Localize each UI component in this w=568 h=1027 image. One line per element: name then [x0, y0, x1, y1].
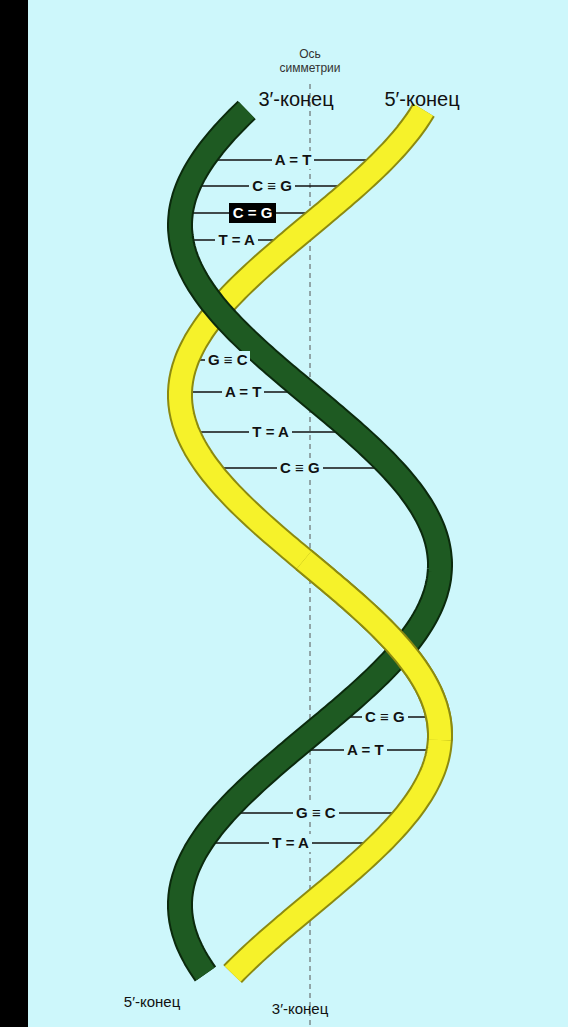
base-pair-label: T = A	[249, 423, 292, 440]
axis-label: Ось симметрии	[275, 48, 345, 76]
strand-end-label: 5′-конец	[124, 993, 180, 1010]
yellow-strand-outline	[180, 110, 440, 974]
base-pair-label: C = G	[229, 203, 277, 222]
base-pair-label: A = T	[344, 741, 387, 758]
base-pair-label: C ≡ G	[362, 708, 408, 725]
strand-end-label: 3′-конец	[258, 88, 333, 111]
green-strand	[180, 110, 440, 974]
yellow-strand-front	[304, 560, 440, 740]
strand-end-label: 5′-конец	[384, 88, 459, 111]
base-pair-label: T = A	[215, 231, 258, 248]
base-pair-label: A = T	[272, 151, 315, 168]
base-pair-label: A = T	[222, 383, 265, 400]
strands	[180, 110, 440, 974]
base-pair-label: T = A	[269, 834, 312, 851]
yellow-strand-front-outline	[304, 560, 440, 740]
green-strand-outline	[180, 110, 440, 974]
black-margin	[0, 0, 28, 1027]
base-pair-label: C ≡ G	[249, 177, 295, 194]
base-pair-label: G ≡ C	[205, 351, 251, 368]
base-pair-label: G ≡ C	[293, 804, 339, 821]
yellow-strand	[180, 110, 440, 974]
strand-end-label: 3′-конец	[272, 1000, 328, 1017]
base-pair-label: C ≡ G	[277, 459, 323, 476]
